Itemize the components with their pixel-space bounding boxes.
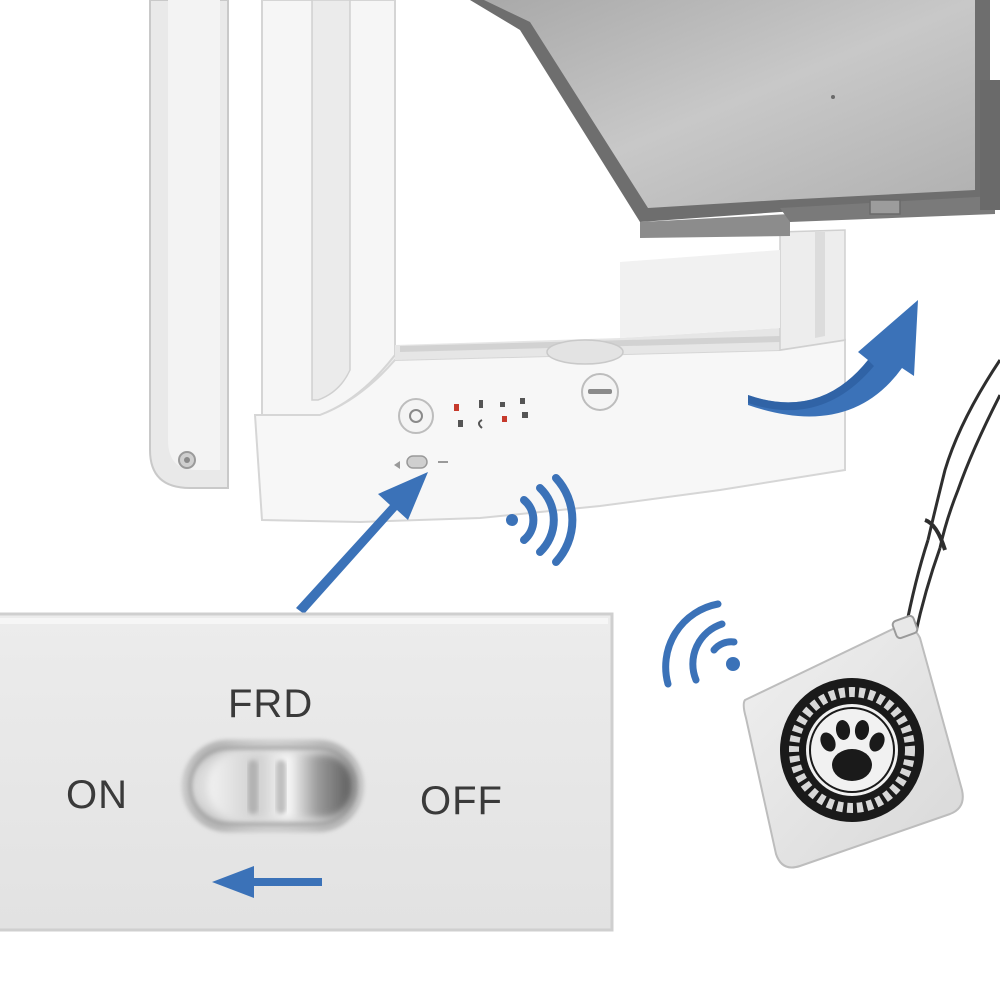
door-flap <box>470 0 1000 238</box>
switch-off-label: OFF <box>420 779 503 823</box>
wireless-signal-icon <box>662 600 740 688</box>
switch-on-label: ON <box>66 773 128 817</box>
switch-closeup-panel <box>0 612 614 932</box>
door-controls <box>394 373 619 469</box>
switch-top-label: FRD <box>228 682 314 726</box>
rfid-tag <box>742 614 964 869</box>
door-outer-frame <box>149 0 229 489</box>
paw-print-icon <box>820 720 885 781</box>
door-main-frame <box>228 0 846 524</box>
arrow-left-icon <box>212 866 322 898</box>
tag-lanyard <box>903 359 1000 637</box>
arrow-up-right-icon <box>296 472 428 614</box>
curved-arrow-up-icon <box>748 300 918 417</box>
wireless-signal-icon <box>506 474 577 566</box>
